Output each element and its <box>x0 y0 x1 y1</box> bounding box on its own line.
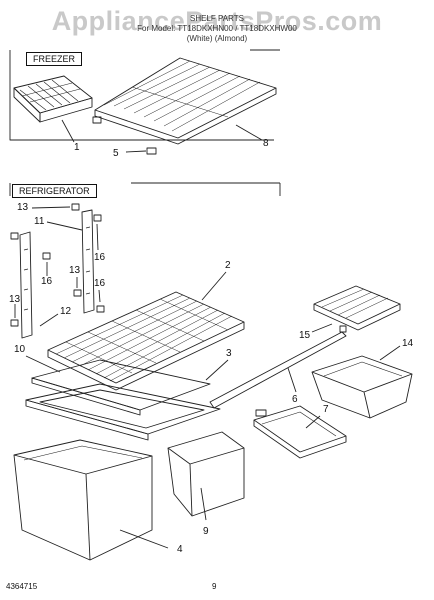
refrigerator-wire-shelf-part <box>47 291 245 391</box>
meat-pan-part <box>311 355 413 419</box>
leader-line-15 <box>311 323 333 333</box>
color-variants: (White) (Almond) <box>186 34 248 43</box>
pan-slide-track-part <box>253 405 347 459</box>
callout-4: 4 <box>177 544 183 555</box>
leader-line-5 <box>125 150 147 153</box>
callout-3: 3 <box>226 348 232 359</box>
callout-13-bottom: 13 <box>9 294 21 305</box>
leader-line-1 <box>61 119 75 143</box>
callout-8: 8 <box>263 138 269 149</box>
leader-line-14 <box>379 345 401 361</box>
callout-14: 14 <box>402 338 414 349</box>
shelf-ladder-right-part <box>81 209 95 314</box>
shelf-support-peg-part <box>92 116 157 155</box>
document-number: 4364715 <box>6 582 38 591</box>
callout-13-top: 13 <box>17 202 29 213</box>
callout-12: 12 <box>60 306 72 317</box>
crisper-pan-left-part <box>13 439 153 561</box>
leader-line-4 <box>119 529 169 549</box>
callout-1: 1 <box>74 142 80 153</box>
screw-parts <box>10 203 105 327</box>
leader-lines-ladder <box>14 206 101 327</box>
callout-6: 6 <box>292 394 298 405</box>
callout-7: 7 <box>323 404 329 415</box>
leader-line-6 <box>287 367 297 393</box>
watermark: AppliancePartsPros.com <box>51 6 383 36</box>
glass-insert-part <box>31 359 211 416</box>
pan-cover-part <box>313 285 401 333</box>
callout-16-upper: 16 <box>94 252 106 263</box>
leader-line-3 <box>205 359 229 381</box>
callout-16-left: 16 <box>41 276 53 287</box>
callout-11: 11 <box>34 216 45 227</box>
callout-5: 5 <box>113 148 119 159</box>
callout-15: 15 <box>299 330 311 341</box>
leader-line-7 <box>305 415 321 429</box>
refrigerator-frame <box>9 182 281 196</box>
leader-line-10 <box>25 355 61 373</box>
model-numbers: For Model: TT18DKXHN00 / TT18DKXHW00 <box>137 24 297 33</box>
leader-line-2 <box>201 271 227 301</box>
callout-10: 10 <box>14 344 26 355</box>
diagram-title: SHELF PARTS <box>190 14 244 23</box>
callout-13-middle: 13 <box>69 265 81 276</box>
ice-tray-part <box>13 75 93 123</box>
leader-line-8 <box>235 124 263 141</box>
refrigerator-label: REFRIGERATOR <box>12 184 97 198</box>
page-number: 9 <box>212 582 217 591</box>
callout-9: 9 <box>203 526 209 537</box>
freezer-label: FREEZER <box>26 52 83 66</box>
crisper-cover-frame-part <box>25 383 221 441</box>
shelf-ladder-left-part <box>19 231 33 339</box>
callout-16-lower: 16 <box>94 278 106 289</box>
trim-strip-part <box>209 331 347 409</box>
leader-line-9 <box>200 487 207 521</box>
crisper-pan-right-part <box>167 431 245 517</box>
callout-2: 2 <box>225 260 231 271</box>
freezer-wire-shelf-part <box>94 57 277 145</box>
